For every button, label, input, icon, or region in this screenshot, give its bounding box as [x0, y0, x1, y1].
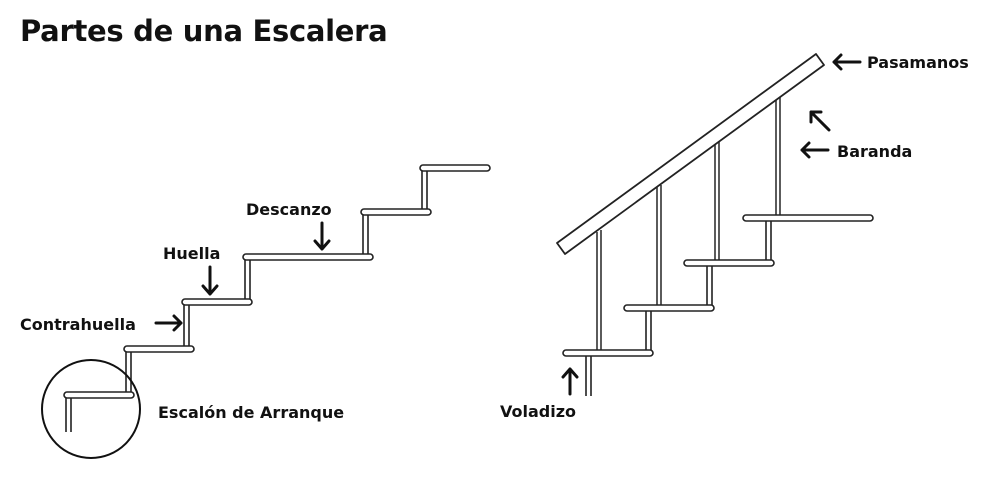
label-escalon-de-arranque: Escalón de Arranque [158, 403, 344, 422]
right-tread-4 [742, 214, 874, 222]
label-descanzo: Descanzo [246, 200, 332, 219]
left-stair-risers [65, 170, 428, 432]
baluster-1 [596, 230, 602, 350]
right-riser-2 [645, 311, 652, 350]
baranda-arrow-icon [800, 141, 830, 159]
pasamanos-arrow-icon [832, 53, 862, 71]
right-riser-1 [585, 356, 592, 396]
starting-step-highlight-circle [41, 359, 141, 459]
descanzo-arrow-icon [313, 221, 331, 251]
baranda-diagonal-arrow-icon [809, 110, 831, 132]
riser-3 [183, 304, 190, 346]
diagram-title: Partes de una Escalera [20, 14, 388, 48]
tread-1 [63, 391, 135, 399]
huella-arrow-icon [201, 265, 219, 296]
left-stair [41, 164, 491, 459]
right-stair [556, 53, 874, 396]
baluster-4 [775, 95, 781, 215]
riser-4 [244, 259, 251, 299]
label-baranda: Baranda [837, 142, 912, 161]
label-contrahuella: Contrahuella [20, 315, 136, 334]
label-voladizo: Voladizo [500, 402, 576, 421]
voladizo-arrow-icon [561, 367, 579, 396]
left-stair-treads [63, 164, 491, 399]
tread-2 [123, 345, 195, 353]
riser-1 [65, 398, 72, 432]
right-tread-2 [623, 304, 715, 312]
baluster-3 [714, 141, 720, 260]
baluster-2 [656, 185, 662, 305]
balusters [596, 95, 781, 350]
tread-4-landing [242, 253, 374, 261]
riser-2 [125, 352, 132, 392]
contrahuella-arrow-icon [154, 314, 183, 332]
right-tread-3 [683, 259, 775, 267]
right-tread-1 [562, 349, 654, 357]
riser-6 [421, 170, 428, 209]
handrail [556, 53, 825, 255]
right-riser-4 [765, 221, 772, 260]
right-stair-treads [562, 214, 874, 357]
label-huella: Huella [163, 244, 220, 263]
tread-6 [419, 164, 491, 172]
tread-3 [181, 298, 253, 306]
label-pasamanos: Pasamanos [867, 53, 969, 72]
tread-5 [360, 208, 432, 216]
riser-5 [362, 215, 369, 254]
right-stair-risers [585, 221, 772, 396]
right-riser-3 [706, 266, 713, 305]
